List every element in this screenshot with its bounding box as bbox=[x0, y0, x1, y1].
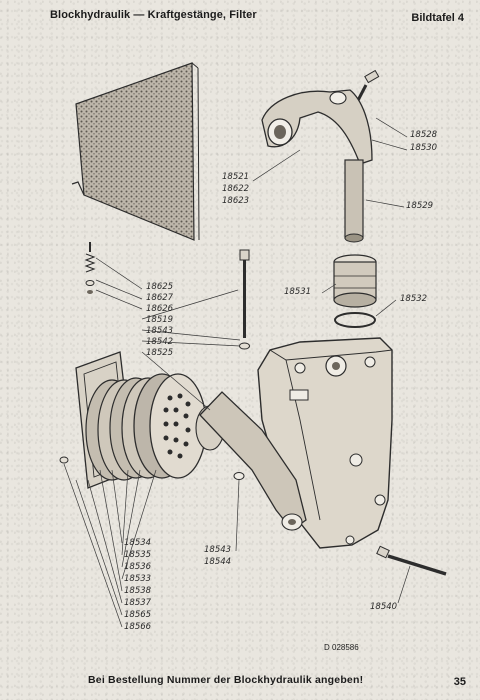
leader-lines bbox=[63, 117, 411, 628]
part-label: 18535 bbox=[124, 550, 152, 560]
page-number: 35 bbox=[453, 676, 466, 688]
part-label: 18532 bbox=[400, 294, 428, 304]
part-label: 18543 bbox=[146, 326, 174, 336]
part-label: 18627 bbox=[146, 293, 174, 303]
plate-label: Bildtafel 4 bbox=[411, 12, 464, 24]
lower-bolt bbox=[376, 545, 447, 576]
washer bbox=[233, 472, 245, 480]
part-label: 18519 bbox=[146, 315, 174, 325]
part-label: 18528 bbox=[410, 130, 438, 140]
part-label: 18525 bbox=[146, 348, 174, 358]
lift-arm bbox=[261, 89, 373, 165]
part-label: 18625 bbox=[146, 282, 174, 292]
part-label: 18536 bbox=[124, 562, 152, 572]
part-label: 18531 bbox=[284, 287, 312, 297]
part-label: 18565 bbox=[124, 610, 152, 620]
part-label: 18543 bbox=[204, 545, 232, 555]
part-label: 18544 bbox=[204, 557, 232, 567]
piston-sleeve bbox=[333, 254, 377, 308]
lower-arm bbox=[199, 391, 307, 531]
filter-screen-plate bbox=[71, 62, 200, 241]
spring-valve-parts bbox=[84, 242, 96, 294]
part-label: 18622 bbox=[222, 184, 250, 194]
part-label: 18542 bbox=[146, 337, 174, 347]
part-label: 18566 bbox=[124, 622, 152, 632]
page-title: Blockhydraulik — Kraftgestänge, Filter bbox=[50, 9, 257, 21]
pump-housing bbox=[257, 337, 393, 549]
part-label: 18530 bbox=[410, 143, 438, 153]
part-label: 18623 bbox=[222, 196, 250, 206]
part-label: 18540 bbox=[370, 602, 398, 612]
drawing-code: D 028586 bbox=[324, 643, 359, 652]
part-label: 18534 bbox=[124, 538, 152, 548]
stud-bolt bbox=[239, 249, 250, 350]
part-label: 18529 bbox=[406, 201, 434, 211]
part-label: 18626 bbox=[146, 304, 174, 314]
part-label: 18521 bbox=[222, 172, 250, 182]
filter-disc-stack bbox=[59, 373, 225, 481]
part-label: 18537 bbox=[124, 598, 152, 608]
part-label: 18533 bbox=[124, 574, 152, 584]
part-label: 18538 bbox=[124, 586, 152, 596]
o-ring bbox=[334, 312, 376, 328]
footer-note: Bei Bestellung Nummer der Blockhydraulik… bbox=[88, 674, 364, 686]
piston-rod bbox=[344, 159, 364, 243]
